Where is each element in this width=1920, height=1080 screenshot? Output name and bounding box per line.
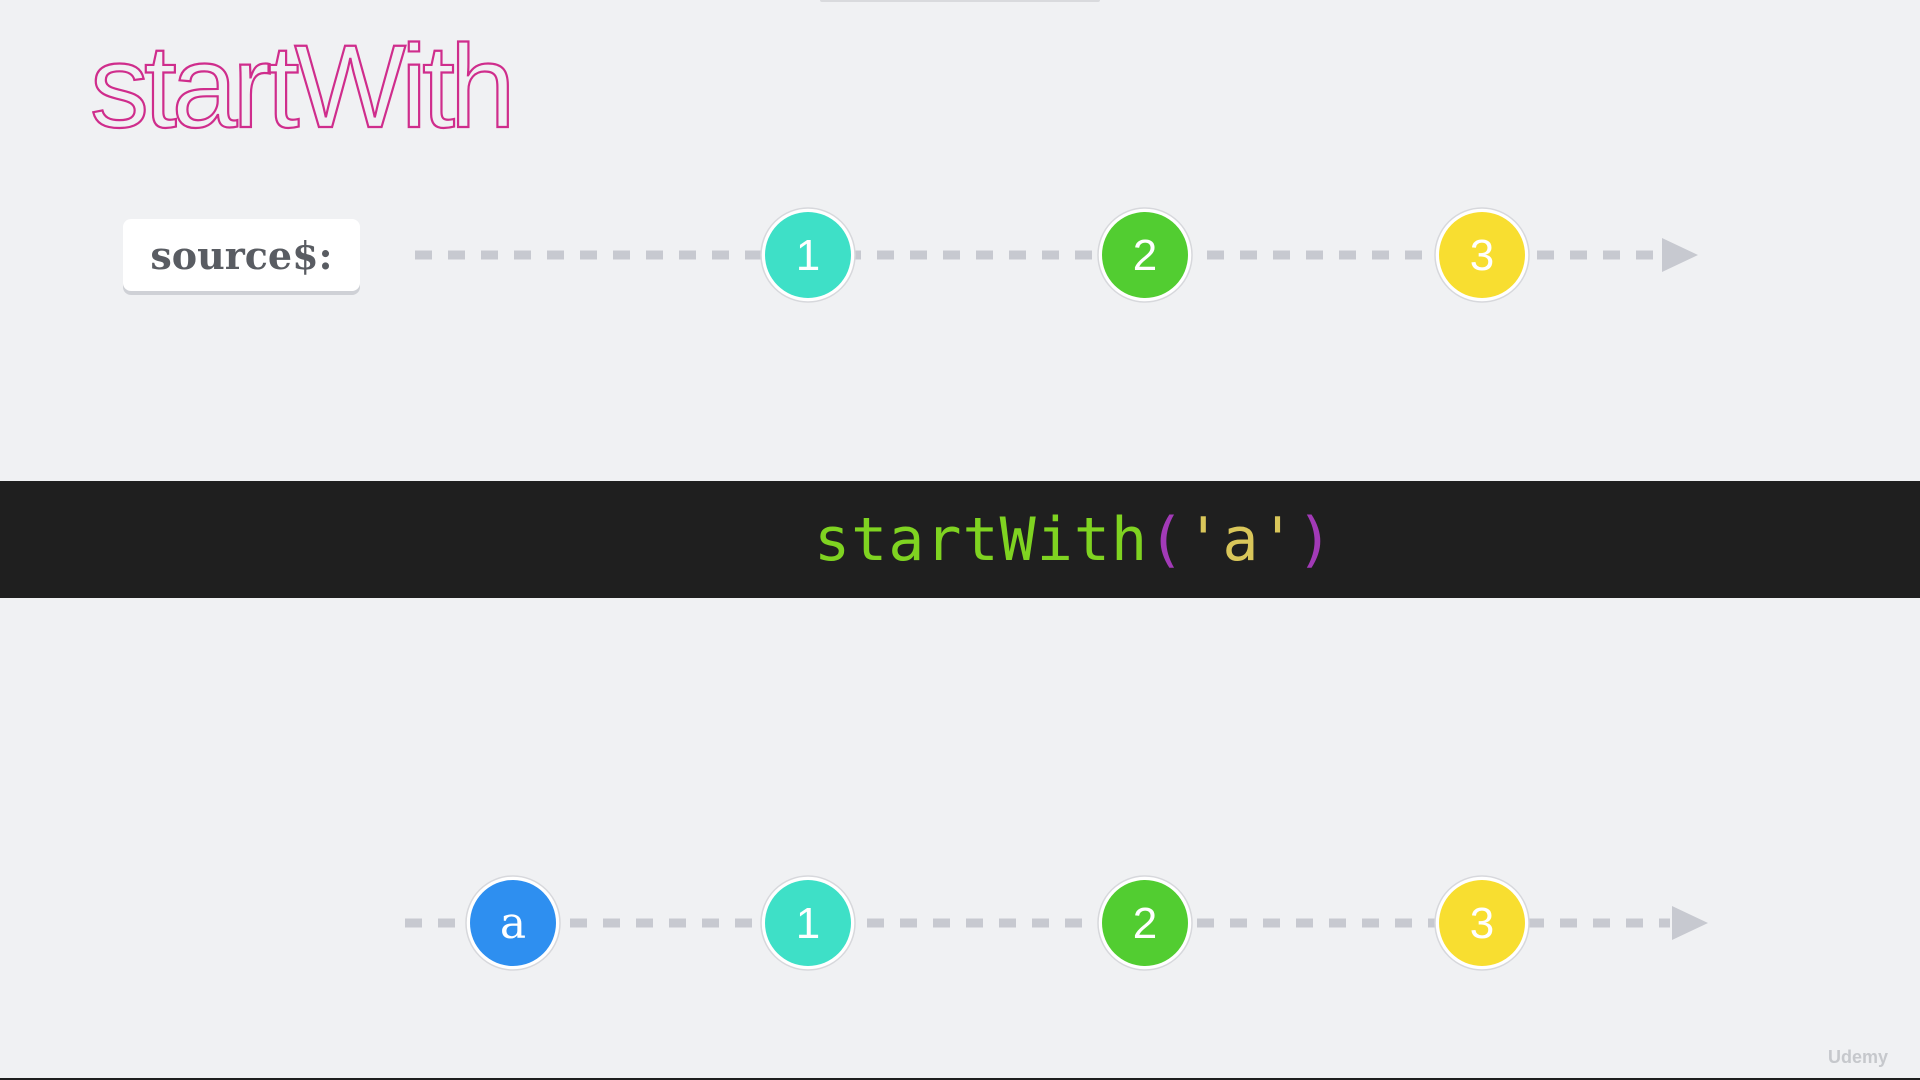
result-marble-a-label: a xyxy=(500,898,526,949)
source-marble-3-label: 3 xyxy=(1470,231,1494,280)
result-marble-a: a xyxy=(465,875,561,971)
result-marble-a-fill xyxy=(470,880,556,966)
result-marble-1-label: 1 xyxy=(796,899,820,948)
source-marble-1-label: 1 xyxy=(796,231,820,280)
operator-close-paren: ) xyxy=(1296,504,1334,575)
source-marble-2-fill xyxy=(1102,212,1188,298)
source-marble-2: 2 xyxy=(1097,207,1193,303)
source-timeline xyxy=(415,238,1698,272)
source-marble-2-label: 2 xyxy=(1133,231,1157,280)
source-marble-1: 1 xyxy=(760,207,856,303)
top-tab xyxy=(820,0,1100,2)
result-marble-3-label: 3 xyxy=(1470,899,1494,948)
source-marble-3-fill xyxy=(1439,212,1525,298)
source-marble-3: 3 xyxy=(1434,207,1530,303)
operator-code: startWith('a') xyxy=(814,481,1334,598)
bottom-border xyxy=(0,1078,1920,1080)
udemy-watermark-logo: Udemy xyxy=(1827,1047,1888,1067)
source-marble-1-fill xyxy=(765,212,851,298)
source-timeline-arrow-icon xyxy=(1662,238,1698,272)
result-marble-2-label: 2 xyxy=(1133,899,1157,948)
operator-name: startWith xyxy=(814,504,1149,575)
operator-open-paren: ( xyxy=(1148,504,1186,575)
result-marble-3-fill xyxy=(1439,880,1525,966)
result-timeline xyxy=(405,906,1708,940)
operator-argument: 'a' xyxy=(1185,504,1297,575)
result-timeline-arrow-icon xyxy=(1672,906,1708,940)
result-marble-2: 2 xyxy=(1097,875,1193,971)
slide-title: startWith xyxy=(89,21,517,153)
result-marble-2-fill xyxy=(1102,880,1188,966)
result-marble-3: 3 xyxy=(1434,875,1530,971)
result-marble-1: 1 xyxy=(760,875,856,971)
result-marble-1-fill xyxy=(765,880,851,966)
source-label: source$: xyxy=(123,219,360,291)
operator-band: startWith('a') xyxy=(0,481,1920,598)
source-marbles: 1 2 3 xyxy=(760,207,1530,303)
result-marbles: a 1 2 3 xyxy=(465,875,1530,971)
